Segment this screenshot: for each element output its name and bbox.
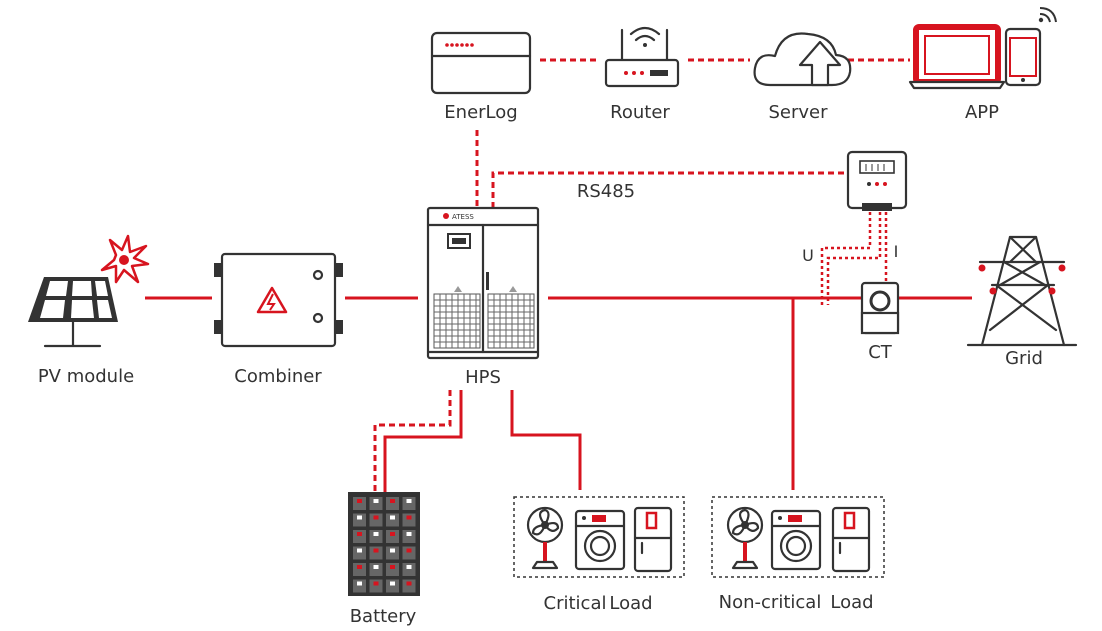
washing-machine-icon — [770, 509, 822, 571]
battery-cell — [402, 497, 416, 510]
enerlog-icon — [430, 31, 532, 95]
battery-cell — [386, 497, 399, 510]
battery-terminal — [357, 532, 362, 536]
battery-cell — [402, 513, 416, 527]
pv-module-label: PV module — [38, 366, 134, 387]
battery-cell — [353, 563, 366, 576]
link-meter-u2 — [826, 212, 882, 305]
grid-icon — [966, 235, 1078, 347]
router-label: Router — [610, 102, 670, 123]
server-icon — [753, 32, 852, 87]
meter-icon — [846, 150, 908, 211]
noncritical-load-label-2: Load — [830, 592, 873, 613]
battery-terminal — [373, 515, 379, 520]
ct-icon — [860, 281, 900, 335]
battery-cell — [402, 563, 416, 576]
battery-cell — [353, 546, 366, 560]
battery-cell — [386, 530, 399, 543]
battery-terminal — [390, 515, 395, 520]
battery-terminal — [406, 581, 412, 586]
battery-cell — [386, 546, 399, 560]
hps-icon: ATESS — [426, 206, 540, 360]
noncritical-load-label-1: Non-critical — [719, 592, 822, 613]
app-label: APP — [965, 102, 999, 123]
link-hps-battery — [383, 390, 463, 492]
battery-terminal — [406, 515, 412, 520]
refrigerator-icon — [831, 506, 871, 573]
washing-machine-icon — [574, 509, 626, 571]
rs485-label: RS485 — [577, 181, 635, 202]
link-hps-critical — [510, 390, 582, 490]
hps-brand: ATESS — [452, 213, 474, 221]
pv-module-icon — [28, 234, 150, 348]
enerlog-label: EnerLog — [444, 102, 517, 123]
refrigerator-icon — [633, 506, 673, 573]
battery-cell — [369, 513, 383, 527]
battery-terminal — [390, 532, 395, 536]
battery-cell — [369, 563, 383, 576]
battery-terminal — [373, 565, 379, 569]
battery-terminal — [390, 565, 395, 569]
combiner-icon — [214, 252, 343, 348]
battery-terminal — [357, 565, 362, 569]
battery-terminal — [357, 581, 362, 586]
battery-label: Battery — [350, 606, 417, 627]
battery-cell — [369, 546, 383, 560]
critical-load-label-2: Load — [609, 593, 652, 614]
router-icon — [604, 26, 680, 88]
link-hps-battery-dash — [373, 390, 452, 492]
meter-u-label: U — [802, 246, 814, 265]
battery-terminal — [390, 581, 395, 586]
battery-terminal — [406, 499, 412, 503]
battery-cell — [386, 563, 399, 576]
battery-cell — [369, 579, 383, 593]
battery-cell — [386, 513, 399, 527]
battery-cell — [353, 530, 366, 543]
battery-cell — [369, 497, 383, 510]
battery-cell — [402, 579, 416, 593]
link-meter-u — [820, 212, 872, 305]
ct-label: CT — [868, 342, 893, 363]
grid-label: Grid — [1005, 348, 1043, 369]
combiner-label: Combiner — [234, 366, 322, 387]
battery-cell — [386, 579, 399, 593]
battery-terminal — [373, 532, 379, 536]
battery-terminal — [357, 499, 362, 503]
battery-cell — [402, 530, 416, 543]
battery-terminal — [373, 499, 379, 503]
meter-i-label: I — [894, 242, 899, 261]
battery-terminal — [373, 548, 379, 553]
battery-cell — [402, 546, 416, 560]
connections — [145, 58, 972, 492]
fan-icon — [526, 506, 564, 570]
battery-terminal — [406, 548, 412, 553]
battery-cell — [369, 530, 383, 543]
battery-terminal — [373, 581, 379, 586]
battery-cell — [353, 579, 366, 593]
app-icon — [908, 7, 1057, 90]
critical-load-group — [513, 496, 685, 578]
critical-load-label-1: Critical — [544, 593, 607, 614]
battery-terminal — [390, 499, 395, 503]
link-rs485-meter — [491, 171, 845, 208]
battery-terminal — [357, 548, 362, 553]
server-label: Server — [768, 102, 828, 123]
battery-terminal — [390, 548, 395, 553]
battery-terminal — [357, 515, 362, 520]
fan-icon — [726, 506, 764, 570]
battery-cell — [353, 513, 366, 527]
battery-terminal — [406, 532, 412, 536]
battery-terminal — [406, 565, 412, 569]
hps-label: HPS — [465, 367, 501, 388]
battery-cell — [353, 497, 366, 510]
battery-icon — [348, 492, 420, 596]
noncritical-load-group — [711, 496, 885, 578]
